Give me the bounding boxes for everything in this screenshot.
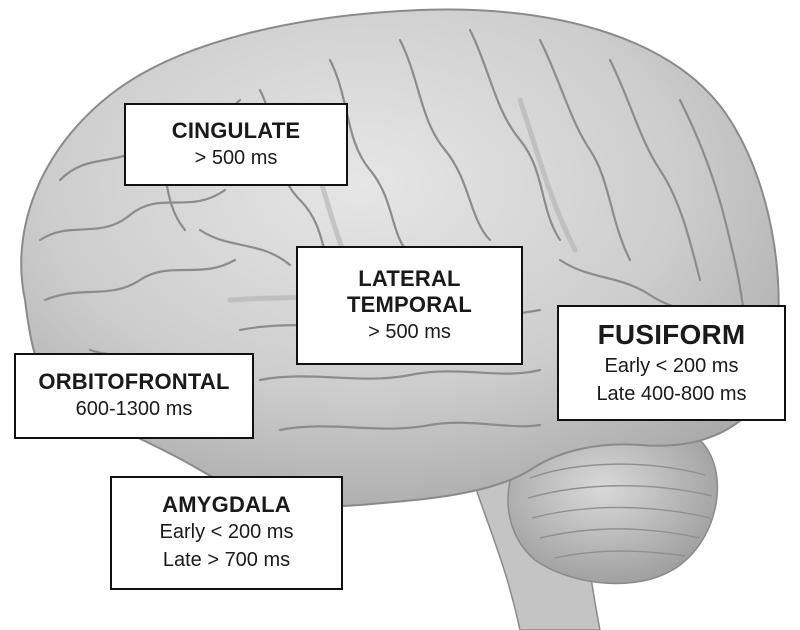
cerebellum-folia [527, 463, 713, 559]
cingulate-label-box: CINGULATE > 500 ms [124, 103, 348, 186]
cingulate-latency: > 500 ms [194, 146, 278, 169]
fusiform-early-latency: Early < 200 ms [604, 355, 739, 377]
lateral-temporal-name-line-1: LATERAL [358, 265, 461, 291]
amygdala-early-latency: Early < 200 ms [159, 521, 294, 543]
lateral-temporal-name-line-2: TEMPORAL [346, 291, 473, 317]
fusiform-late-latency: Late 400-800 ms [596, 383, 747, 405]
cingulate-name: CINGULATE [171, 117, 301, 143]
amygdala-name: AMYGDALA [162, 492, 291, 517]
lateral-temporal-latency: > 500 ms [368, 320, 451, 343]
fusiform-name: FUSIFORM [597, 319, 746, 350]
orbitofrontal-latency: 600-1300 ms [75, 398, 193, 420]
amygdala-label-box: AMYGDALA Early < 200 ms Late > 700 ms [110, 476, 343, 590]
amygdala-late-latency: Late > 700 ms [162, 549, 291, 571]
fusiform-label-box: FUSIFORM Early < 200 ms Late 400-800 ms [557, 305, 786, 421]
lateral-temporal-label-box: LATERAL TEMPORAL > 500 ms [296, 246, 523, 365]
orbitofrontal-label-box: ORBITOFRONTAL 600-1300 ms [14, 353, 254, 439]
orbitofrontal-name: ORBITOFRONTAL [38, 369, 230, 394]
